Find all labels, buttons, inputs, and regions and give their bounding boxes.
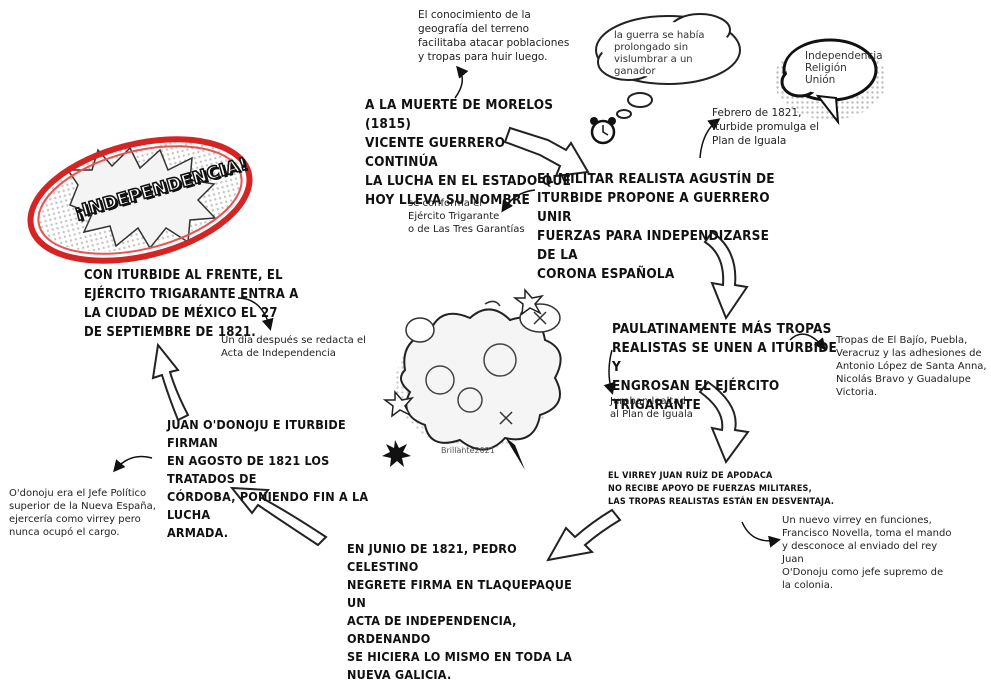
battle-explosion-illustration [382, 288, 562, 470]
star-icon [512, 288, 545, 316]
connector-jefe-politico [113, 455, 153, 473]
note-geografia: El conocimiento de la geografía del terr… [418, 9, 570, 63]
note-juraban: Juraban lealtad al Plan de Iguala [610, 396, 693, 420]
arrow-virrey-to-negrete [546, 508, 622, 562]
connector-trigarante [501, 189, 536, 213]
node-morelos: A LA MUERTE DE MORELOS (1815) VICENTE GU… [365, 97, 571, 208]
node-negrete: EN JUNIO DE 1821, PEDRO CELESTINO NEGRET… [347, 541, 573, 682]
note-plan-iguala: Febrero de 1821, Iturbide promulga el Pl… [712, 107, 820, 147]
guerra-thought-cloud [590, 13, 741, 145]
garantias-speech-cloud [774, 38, 886, 126]
connector-juraban [603, 349, 616, 395]
red-ellipse [27, 136, 253, 264]
note-guerra: la guerra se había prolongado sin vislum… [614, 30, 705, 77]
connector-plan-iguala [699, 118, 721, 159]
arrow-tropas-to-virrey [698, 380, 750, 465]
node-odonoju: JUAN O'DONOJU E ITURBIDE FIRMAN EN AGOST… [167, 417, 369, 540]
signature: Brillante2021 [441, 446, 495, 455]
burst-icon [382, 440, 411, 467]
note-tropas-bajio: Tropas de El Bajío, Puebla, Veracruz y l… [836, 335, 987, 398]
arrow-morelos-to-iturbide [503, 126, 590, 178]
note-acta: Un día después se redacta el Acta de Ind… [221, 335, 366, 359]
node-paulatinamente: PAULATINAMENTE MÁS TROPAS REALISTAS SE U… [612, 321, 838, 413]
note-garantias: Independencia Religión Unión [805, 50, 883, 86]
connector-acta [237, 297, 274, 331]
arrow-negrete-to-odonoju [229, 486, 328, 547]
independencia-badge [27, 136, 253, 264]
note-trigarante: se conforma el Ejército Trigarante o de … [408, 198, 525, 235]
note-novella: Un nuevo virrey en funciones, Francisco … [782, 515, 952, 591]
arrow-iturbide-to-tropas [703, 230, 749, 321]
connector-novella [741, 521, 781, 548]
concept-map-canvas [27, 13, 886, 562]
connector-geografia [454, 65, 469, 99]
star-icon [382, 390, 415, 418]
node-iturbide-propone: EL MILITAR REALISTA AGUSTÍN DE ITURBIDE … [537, 171, 775, 282]
arrow-odonoju-to-entrada [151, 342, 190, 422]
connector-tropas-bajio [789, 333, 826, 351]
note-jefe-politico: O'donoju era el Jefe Político superior d… [9, 488, 156, 538]
node-virrey-apodaca: EL VIRREY JUAN RUÍZ DE APODACA NO RECIBE… [608, 471, 835, 507]
node-entrada: CON ITURBIDE AL FRENTE, EL EJÉRCITO TRIG… [84, 268, 299, 340]
